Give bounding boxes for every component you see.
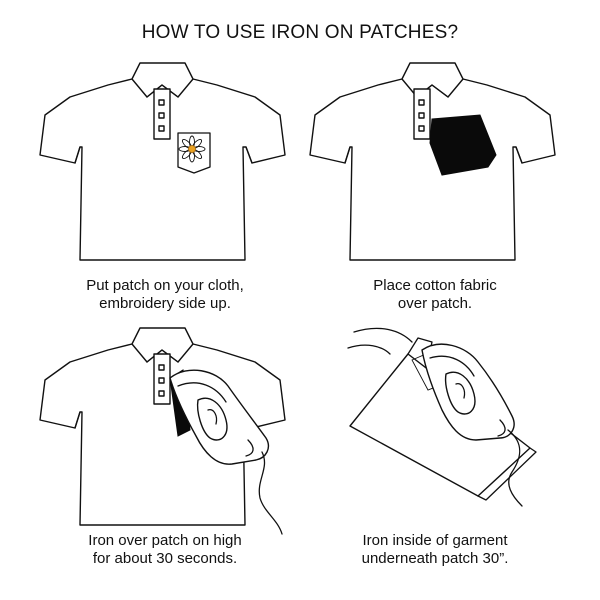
- step-2-caption-line-2: over patch.: [397, 295, 473, 312]
- step-2-caption: Place cotton fabric over patch.: [290, 277, 580, 313]
- polo-shirt-with-patch-illustration: [39, 62, 286, 261]
- ironing-inside-garment-illustration: [347, 327, 537, 507]
- polo-shirt-with-cotton-fabric-illustration: [309, 62, 556, 261]
- step-1-caption: Put patch on your cloth, embroidery side…: [20, 277, 310, 313]
- step-4-caption-line-2: underneath patch 30”.: [361, 550, 509, 567]
- step-3-caption-line-2: for about 30 seconds.: [92, 550, 238, 567]
- step-4-caption: Iron inside of garment underneath patch …: [290, 532, 580, 568]
- step-2-panel: Place cotton fabric over patch.: [290, 55, 580, 335]
- step-4-panel: Iron inside of garment underneath patch …: [290, 320, 580, 600]
- step-1-caption-line-2: embroidery side up.: [99, 295, 231, 312]
- step-4-caption-line-1: Iron inside of garment: [362, 532, 508, 549]
- iron-icon: [169, 369, 283, 535]
- iron-icon: [421, 343, 523, 507]
- ironing-shirt-illustration: [39, 327, 286, 535]
- step-1-caption-line-1: Put patch on your cloth,: [86, 277, 244, 294]
- polo-shirt: [309, 62, 556, 261]
- step-3-panel: Iron over patch on high for about 30 sec…: [20, 320, 310, 600]
- step-2-caption-line-1: Place cotton fabric: [373, 277, 497, 294]
- daisy-patch-icon: [178, 135, 206, 163]
- step-1-panel: Put patch on your cloth, embroidery side…: [20, 55, 310, 335]
- page-title: HOW TO USE IRON ON PATCHES?: [141, 22, 459, 43]
- polo-shirt: [39, 62, 286, 261]
- cotton-fabric-cover: [429, 114, 497, 176]
- step-3-caption: Iron over patch on high for about 30 sec…: [20, 532, 310, 568]
- step-3-caption-line-1: Iron over patch on high: [88, 532, 242, 549]
